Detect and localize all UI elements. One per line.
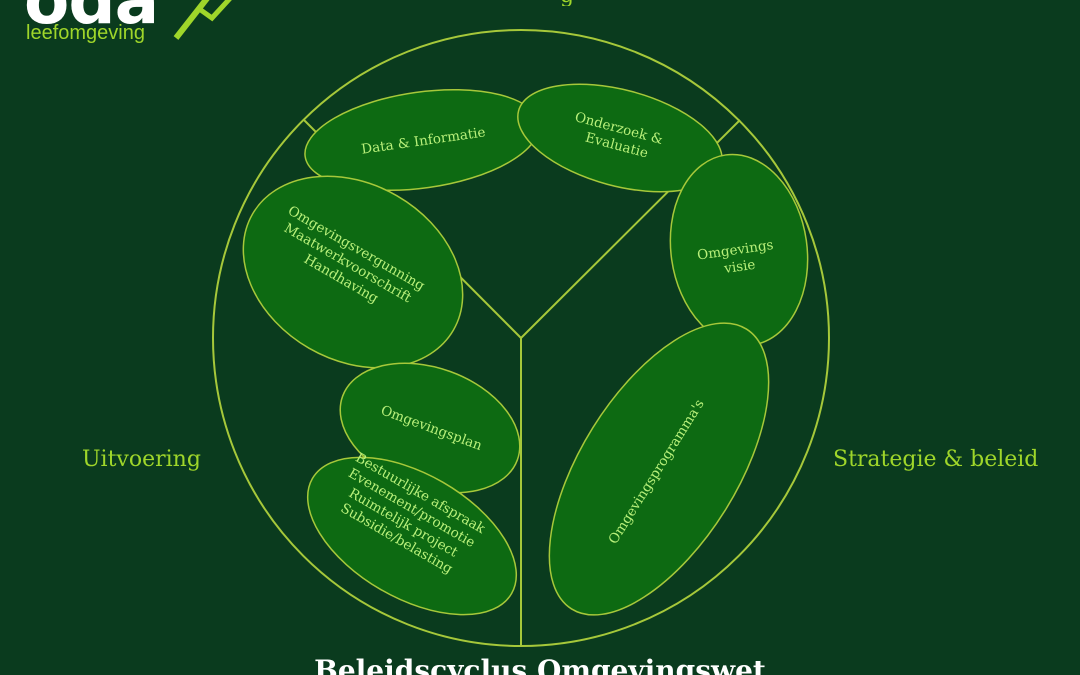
- ellipse-omgevingsvergunning: Omgevingsvergunning Maatwerkvoorschrift …: [242, 175, 464, 369]
- ellipse-onderzoek-evaluatie: Onderzoek & Evaluatie: [517, 83, 723, 193]
- diagram-title: Beleidscyclus Omgevingswet: [314, 654, 766, 675]
- logo-subtitle: leefomgeving: [26, 22, 145, 44]
- svg-text:Omgevings visie: Omgevings visie: [696, 236, 781, 280]
- top-label-fragment: g: [560, 0, 600, 6]
- ellipse-text-line: visie: [722, 257, 756, 277]
- ellipse-omgevingsprogrammas: Omgevingsprogramma's: [548, 322, 770, 616]
- logo-wordmark: oda: [24, 0, 159, 39]
- label-strategie-beleid: Strategie & beleid: [833, 447, 1039, 472]
- oda-logo: oda leefomgeving: [24, 0, 254, 50]
- ellipse-data-informatie: Data & Informatie: [304, 88, 540, 192]
- label-uitvoering: Uitvoering: [82, 447, 201, 472]
- logo-check-icon: [173, 0, 232, 40]
